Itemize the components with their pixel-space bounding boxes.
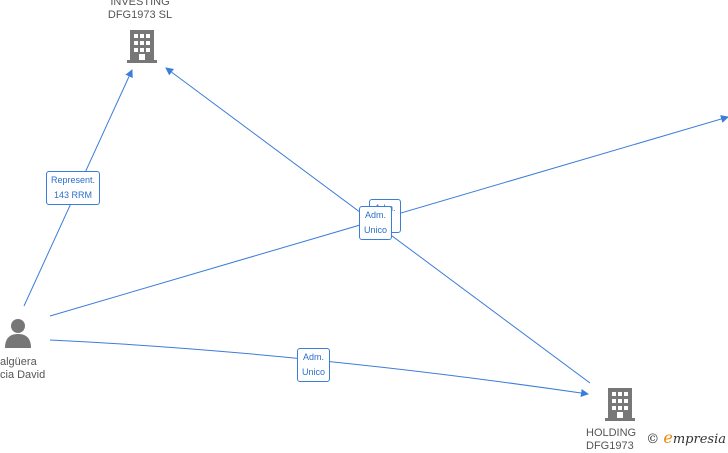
empresia-logo: © empresia [646,428,726,447]
edge-label-line2: Unico [364,225,388,235]
company-name-line2: DFG1973 SL [107,9,173,21]
building-icon [127,30,157,63]
person-label[interactable]: algüera cia David [0,356,45,382]
company-label-top[interactable]: INVESTING DFG1973 SL [95,0,185,22]
company-name-line2: DFG1973 [586,440,634,452]
brand-name: mpresia [672,432,726,447]
person-icon [5,319,31,348]
edge-label-line2: Unico [302,367,326,377]
person-name-line2: cia David [0,369,46,381]
edge-label-represent[interactable]: Represent. 143 RRM [46,171,101,205]
company-name-line1: HOLDING [586,427,637,439]
person-name-line1: algüera [0,356,37,368]
edge-label-line2: 143 RRM [54,190,93,200]
brand-initial: e [663,428,673,447]
building-icon [605,388,635,421]
company-label-bottom[interactable]: HOLDING DFG1973 [586,427,646,453]
edge-label-line1: Adm. [365,210,387,220]
edge-label-line1: Adm. [303,352,325,362]
copyright-symbol: © [646,432,660,447]
edge-label-adm-bottom[interactable]: Adm. Unico [297,348,331,382]
company-name-line1: INVESTING [110,0,170,8]
edge-label-adm-center[interactable]: Adm. Unico [359,206,393,240]
edge-label-line1: Represent. [51,175,96,185]
